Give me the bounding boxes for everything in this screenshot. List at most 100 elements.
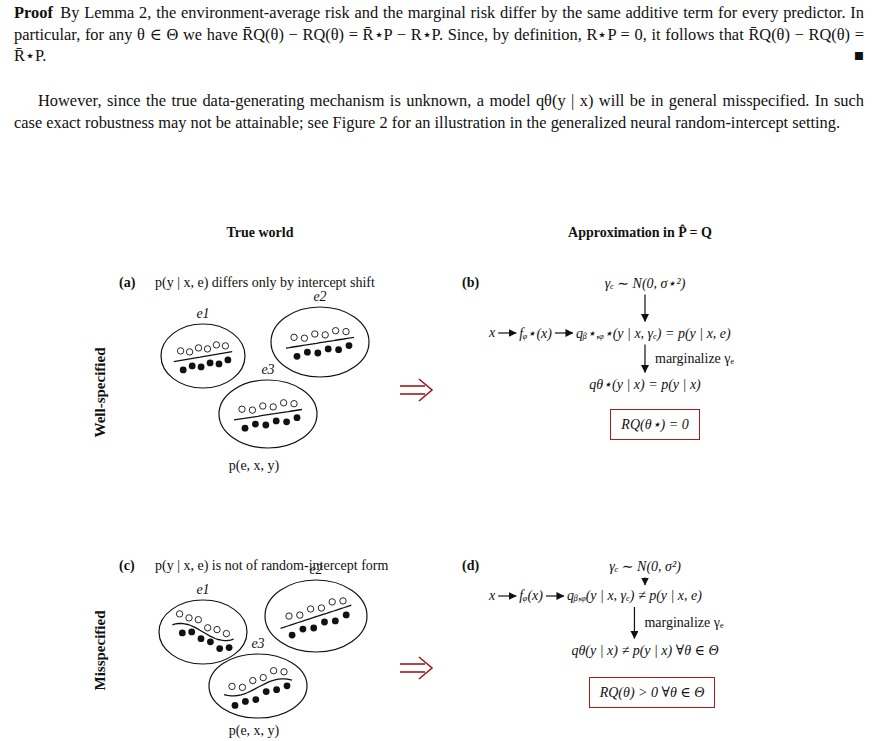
open-dot	[322, 332, 328, 338]
formula-node: qᵦ⋆,ᵩ⋆(y | x, γₑ) = p(y | x, e)	[576, 325, 731, 342]
filled-dot	[294, 353, 301, 360]
column-heading: Approximation in P̂ = Q	[568, 225, 712, 241]
filled-dot	[216, 361, 223, 368]
environment-label: e1	[196, 582, 209, 598]
filled-dot	[310, 625, 317, 632]
filled-dot	[321, 619, 328, 626]
filled-dot	[262, 422, 269, 429]
environment-label: e3	[261, 362, 274, 378]
ellipse-shape	[219, 380, 317, 448]
environment-ellipse: e2	[264, 579, 368, 653]
open-dot	[195, 345, 201, 351]
formula-node: γₑ ∼ N(0, σ⋆²)	[605, 275, 686, 292]
risk-value: RQ(θ) > 0 ∀θ ∈ Θ	[600, 684, 705, 701]
filled-dot	[198, 364, 205, 371]
open-dot	[176, 611, 182, 617]
open-dot	[186, 615, 192, 621]
flow-arrow	[546, 595, 564, 596]
open-dot	[214, 626, 220, 632]
column-heading: True world	[226, 225, 293, 241]
filled-dot	[343, 612, 350, 619]
flow-arrow	[498, 595, 516, 596]
open-dot	[297, 612, 303, 618]
open-dot	[222, 343, 228, 349]
open-dot	[249, 407, 255, 413]
open-dot	[270, 404, 276, 410]
ellipse-shape	[161, 324, 245, 388]
filled-dot	[232, 702, 239, 709]
paragraph: However, since the true data-generating …	[14, 90, 864, 133]
formula-text: qθ(y | x) ≠ p(y | x) ∀θ ∈ Θ	[571, 642, 718, 659]
open-dot	[270, 668, 276, 674]
filled-dot	[207, 360, 214, 367]
environment-ellipse: e2	[270, 306, 370, 378]
open-dot	[343, 328, 349, 334]
ellipse-outline	[218, 379, 318, 449]
open-dot	[307, 606, 313, 612]
open-dot	[223, 630, 229, 636]
ellipse-shape	[159, 600, 247, 664]
filled-dot	[325, 346, 332, 353]
ellipse-outline	[158, 599, 248, 665]
body-text: However, since the true data-generating …	[14, 91, 864, 132]
flow-arrow	[644, 295, 645, 322]
environment-ellipse: e1	[160, 323, 246, 389]
panel-letter: (a)	[119, 275, 135, 291]
ellipse-outline	[208, 653, 308, 719]
environment-ellipse: e3	[218, 379, 318, 449]
open-dot	[329, 599, 335, 605]
formula-node: qθ⋆(y | x) = p(y | x)	[589, 376, 701, 393]
filled-dot	[225, 357, 232, 364]
filled-dot	[179, 630, 186, 637]
ellipse-outline	[160, 323, 246, 389]
filled-dot	[242, 698, 249, 705]
open-dot	[312, 331, 318, 337]
implies-arrow	[400, 379, 432, 401]
filled-dot	[216, 645, 223, 652]
filled-dot	[226, 644, 233, 651]
formula-text: γₑ ∼ N(0, σ⋆²)	[605, 275, 686, 292]
open-dot	[332, 328, 338, 334]
separating-curve	[224, 679, 292, 696]
formula-node: fᵩ⋆(x)	[519, 325, 552, 342]
open-dot	[318, 605, 324, 611]
open-dot	[291, 401, 297, 407]
implies-arrow	[400, 657, 432, 679]
filled-dot	[198, 635, 205, 642]
filled-dot	[346, 342, 353, 349]
formula-text: fᵩ(x)	[519, 588, 543, 604]
filled-dot	[332, 618, 339, 625]
row-heading: Misspecified	[92, 610, 109, 690]
flow-arrow	[644, 578, 645, 586]
environment-ellipse: e1	[158, 599, 248, 665]
filled-dot	[207, 638, 214, 645]
filled-dot	[294, 414, 301, 421]
panel-letter: (d)	[462, 558, 479, 574]
filled-dot	[289, 632, 296, 639]
panel-letter: (b)	[462, 275, 479, 291]
flow-arrow	[644, 345, 645, 373]
ellipse-shape	[265, 580, 367, 652]
flow-arrow	[634, 607, 635, 639]
edge-label: marginalize γₑ	[642, 615, 725, 631]
filled-dot	[304, 349, 311, 356]
filled-dot	[263, 688, 270, 695]
filled-dot	[252, 696, 259, 703]
open-dot	[286, 613, 292, 619]
filled-dot	[300, 626, 307, 633]
open-dot	[291, 334, 297, 340]
open-dot	[239, 406, 245, 412]
open-dot	[250, 677, 256, 683]
open-dot	[229, 683, 235, 689]
formula-node: fᵩ(x)	[519, 588, 543, 604]
formula-text: x	[489, 325, 495, 341]
filled-dot	[242, 425, 249, 432]
open-dot	[280, 400, 286, 406]
formula-text: γₑ ∼ N(0, σ²)	[609, 558, 681, 575]
ellipse-outline	[264, 579, 368, 653]
edge-label: marginalize γₑ	[653, 351, 736, 367]
panel-letter: (c)	[119, 558, 135, 574]
environment-label: e1	[196, 306, 209, 322]
separating-curve	[281, 605, 352, 628]
